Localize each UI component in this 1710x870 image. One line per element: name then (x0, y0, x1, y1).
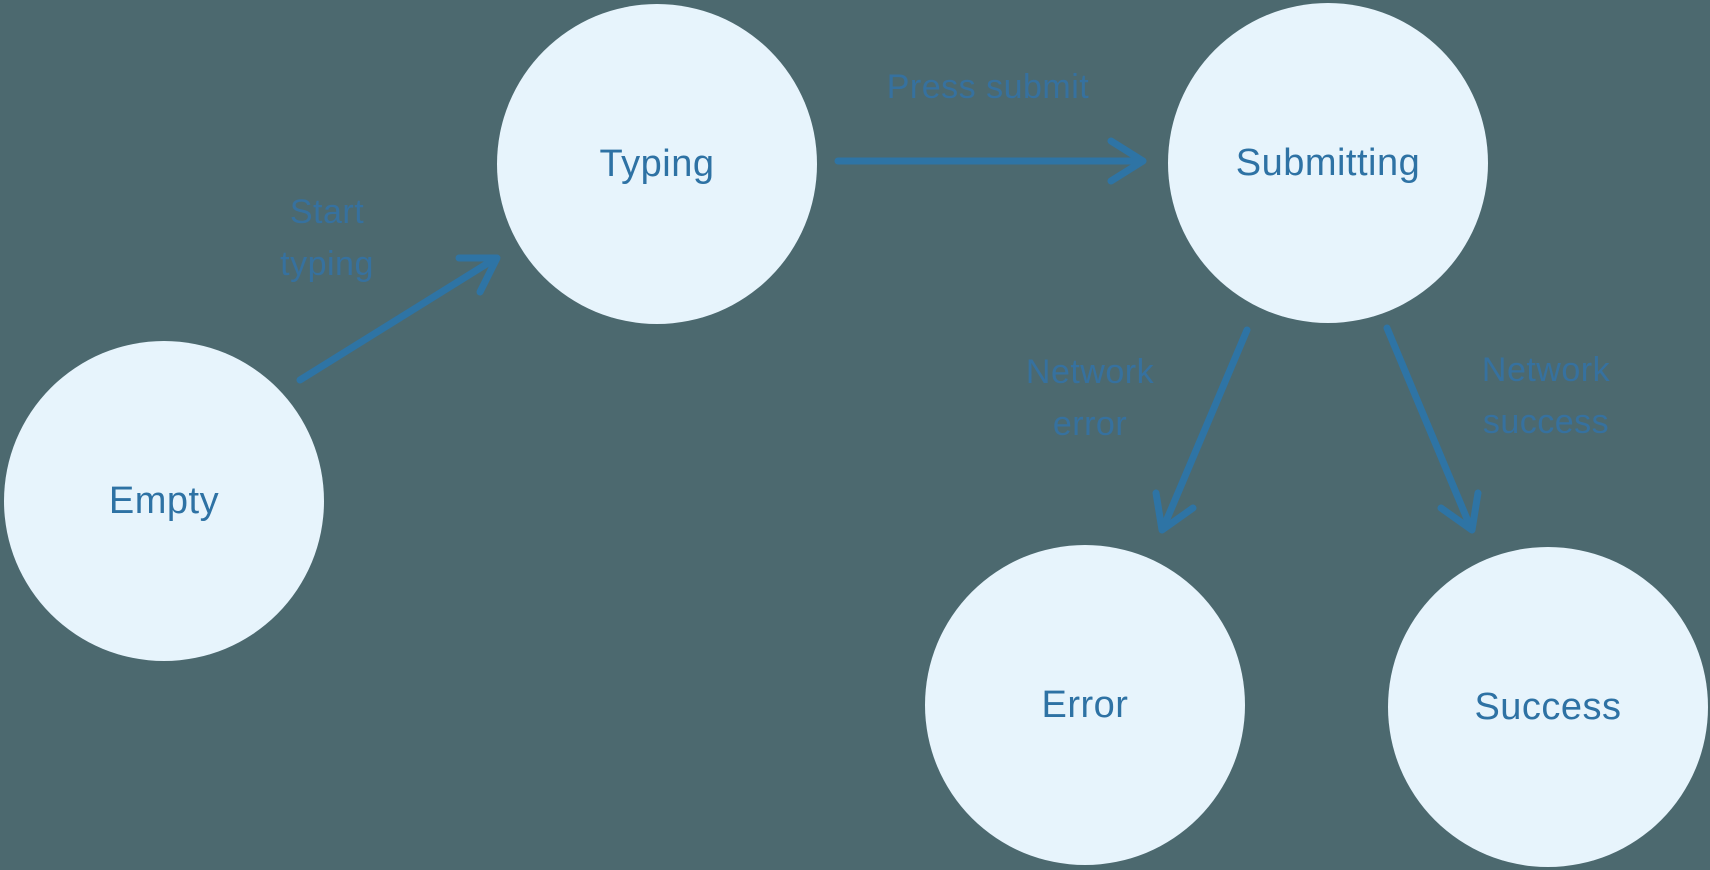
edge-arrow-typing-to-submitting (834, 137, 1147, 185)
edge-label-press-submit: Press submit (886, 68, 1090, 106)
state-label-submitting: Submitting (1235, 141, 1421, 184)
state-label-typing: Typing (599, 142, 715, 185)
state-node-typing: Typing (497, 4, 817, 324)
edge-arrow-submitting-to-error (1152, 326, 1251, 534)
state-label-error: Error (1041, 683, 1129, 726)
edge-label-network-success: Network success (1481, 351, 1611, 441)
state-node-error: Error (925, 545, 1245, 865)
state-label-empty: Empty (108, 479, 220, 522)
edge-label-start-typing: Start typing (280, 193, 374, 283)
state-node-empty: Empty (4, 341, 324, 661)
state-label-success: Success (1474, 685, 1622, 728)
edge-label-network-error: Network error (1025, 353, 1155, 443)
state-node-success: Success (1388, 547, 1708, 867)
edge-arrow-empty-to-typing (296, 254, 501, 384)
state-node-submitting: Submitting (1168, 3, 1488, 323)
edge-arrow-submitting-to-success (1383, 324, 1482, 534)
